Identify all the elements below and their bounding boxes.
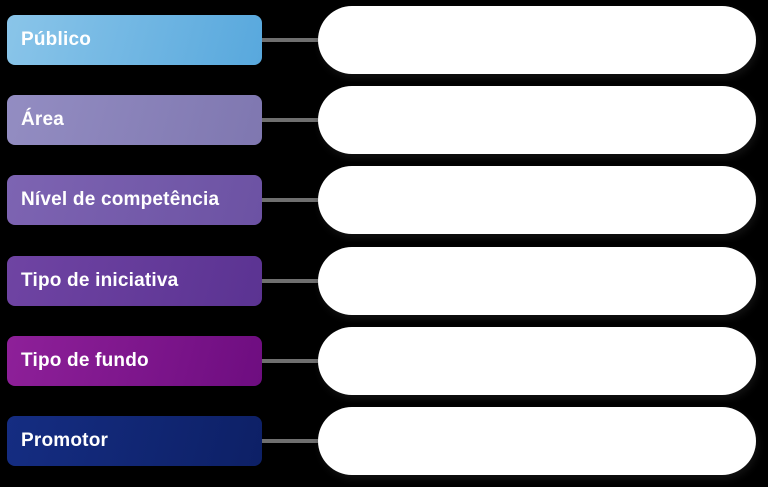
filter-options-field[interactable] (318, 247, 756, 315)
connector-line (262, 198, 318, 202)
filter-options-field[interactable] (318, 327, 756, 395)
filter-row: Nível de competência (0, 165, 768, 235)
connector-line (262, 439, 318, 443)
filter-category-label: Público (21, 29, 92, 50)
filter-row: Promotor (0, 406, 768, 476)
filter-category-button[interactable]: Área (7, 95, 262, 145)
filter-category-label: Área (21, 109, 65, 130)
filter-options-field[interactable] (318, 166, 756, 234)
filter-row: Área (0, 85, 768, 155)
filter-category-label: Nível de competência (21, 189, 220, 210)
filter-category-button[interactable]: Público (7, 15, 262, 65)
filter-row: Tipo de fundo (0, 326, 768, 396)
filter-category-button[interactable]: Tipo de fundo (7, 336, 262, 386)
connector-line (262, 118, 318, 122)
connector-line (262, 279, 318, 283)
filter-options-field[interactable] (318, 86, 756, 154)
filter-options-field[interactable] (318, 407, 756, 475)
connector-line (262, 38, 318, 42)
filter-row: Público (0, 5, 768, 75)
filter-category-label: Tipo de fundo (21, 350, 149, 371)
connector-line (262, 359, 318, 363)
filter-category-label: Promotor (21, 430, 109, 451)
filter-category-button[interactable]: Promotor (7, 416, 262, 466)
filter-category-button[interactable]: Nível de competência (7, 175, 262, 225)
filter-category-label: Tipo de iniciativa (21, 270, 179, 291)
filter-row: Tipo de iniciativa (0, 246, 768, 316)
filter-category-button[interactable]: Tipo de iniciativa (7, 256, 262, 306)
filter-options-field[interactable] (318, 6, 756, 74)
